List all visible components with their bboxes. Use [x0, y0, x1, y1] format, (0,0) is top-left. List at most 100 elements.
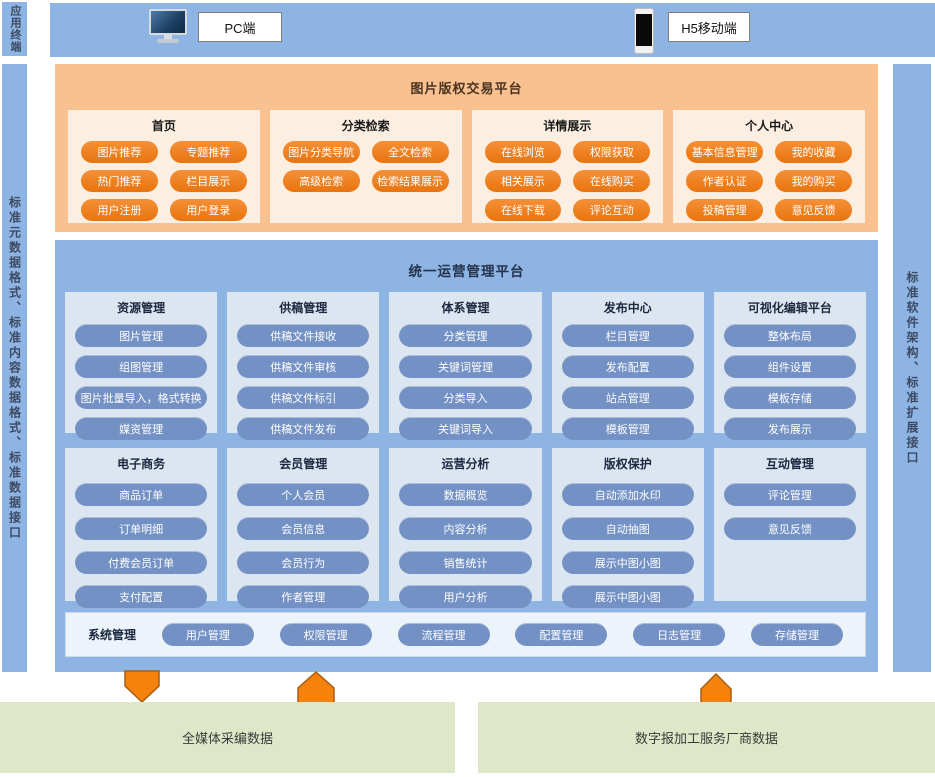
ops-module-card: 资源管理 图片管理 组图管理 图片批量导入，格式转换 媒资管理	[65, 292, 218, 440]
function-pill: 模板存储	[723, 386, 857, 409]
data-source-media: 全媒体采编数据	[0, 702, 455, 773]
function-pill: 意见反馈	[723, 517, 857, 540]
feature-pill: 权限获取	[573, 141, 651, 163]
system-pill: 权限管理	[279, 623, 372, 646]
ops-module-title: 会员管理	[279, 457, 328, 471]
ops-module-pills: 评论管理 意见反馈	[723, 483, 857, 540]
feature-pill: 图片推荐	[81, 141, 158, 163]
ops-module-card: 运营分析 数据概览 内容分析 销售统计 用户分析	[389, 448, 542, 608]
system-management-label: 系统管理	[88, 628, 137, 642]
smartphone-icon	[634, 8, 654, 54]
system-pill: 用户管理	[161, 623, 254, 646]
ops-platform-panel: 统一运营管理平台 资源管理 图片管理 组图管理 图片批量导入，格式转换	[55, 240, 878, 672]
terminal-bar: PC端 H5移动端	[50, 3, 935, 57]
rail-standards-right-label: 标准软件架构、标准扩展接口	[905, 270, 919, 466]
ops-module-pills: 供稿文件接收 供稿文件审核 供稿文件标引 供稿文件发布	[237, 324, 370, 440]
trading-platform-panel: 图片版权交易平台 首页 图片推荐 专题推荐 热门推荐 栏目展示	[55, 64, 878, 232]
feature-pill: 在线浏览	[484, 141, 562, 163]
up-arrow-icon	[700, 673, 732, 704]
ops-module-title: 体系管理	[441, 301, 490, 315]
function-pill: 订单明细	[75, 517, 208, 540]
function-pill: 组图管理	[75, 355, 208, 378]
feature-pill: 用户登录	[169, 199, 247, 221]
ops-module-pills: 分类管理 关键词管理 分类导入 关键词导入	[399, 324, 532, 440]
trading-group-title: 个人中心	[745, 119, 794, 133]
rail-app-terminal-label: 应用终端	[9, 5, 21, 53]
function-pill: 自动抽图	[561, 517, 694, 540]
ops-module-pills: 整体布局 组件设置 模板存储 发布展示	[723, 324, 857, 440]
trading-platform-groups: 首页 图片推荐 专题推荐 热门推荐 栏目展示 用户注册	[68, 110, 865, 223]
feature-pill: 用户注册	[81, 199, 158, 221]
function-pill: 用户分析	[399, 585, 532, 608]
ops-row-2: 电子商务 商品订单 订单明细 付费会员订单 支付配置	[65, 448, 867, 608]
feature-pill: 专题推荐	[169, 141, 247, 163]
trading-group-card: 分类检索 图片分类导航 全文检索 高级检索 检索结果展示	[269, 110, 462, 223]
trading-group-card: 首页 图片推荐 专题推荐 热门推荐 栏目展示 用户注册	[68, 110, 260, 223]
ops-module-card: 互动管理 评论管理 意见反馈	[713, 448, 867, 601]
pc-terminal-box: PC端	[198, 12, 282, 42]
ops-module-title: 发布中心	[603, 301, 652, 315]
feature-pill: 意见反馈	[775, 199, 852, 221]
function-pill: 评论管理	[723, 483, 857, 506]
feature-pill: 全文检索	[371, 141, 449, 163]
function-pill: 供稿文件标引	[237, 386, 370, 409]
trading-group-card: 详情展示 在线浏览 权限获取 相关展示 在线购买 在线下载	[471, 110, 664, 223]
function-pill: 销售统计	[399, 551, 532, 574]
rail-standards-right: 标准软件架构、标准扩展接口	[893, 64, 931, 672]
trading-group-grid: 图片推荐 专题推荐 热门推荐 栏目展示 用户注册 用户登录	[68, 141, 260, 221]
system-pill: 流程管理	[397, 623, 490, 646]
feature-pill: 在线下载	[484, 199, 562, 221]
function-pill: 作者管理	[237, 585, 370, 608]
function-pill: 内容分析	[399, 517, 532, 540]
ops-module-title: 互动管理	[765, 457, 814, 471]
function-pill: 供稿文件发布	[237, 417, 370, 440]
ops-module-title: 电子商务	[117, 457, 166, 471]
function-pill: 图片批量导入，格式转换	[75, 386, 208, 409]
feature-pill: 图片分类导航	[282, 141, 360, 163]
trading-group-grid: 在线浏览 权限获取 相关展示 在线购买 在线下载 评论互动	[472, 141, 664, 221]
function-pill: 关键词导入	[399, 417, 532, 440]
ops-module-card: 电子商务 商品订单 订单明细 付费会员订单 支付配置	[65, 448, 218, 608]
feature-pill: 热门推荐	[81, 170, 158, 192]
up-arrow-icon	[297, 671, 335, 704]
data-source-digital-paper: 数字报加工服务厂商数据	[478, 702, 935, 773]
ops-module-title: 运营分析	[441, 457, 490, 471]
rail-app-terminal: 应用终端	[2, 2, 27, 56]
ops-module-pills: 栏目管理 发布配置 站点管理 模板管理	[561, 324, 694, 440]
system-pill: 日志管理	[633, 623, 726, 646]
ops-module-card: 可视化编辑平台 整体布局 组件设置 模板存储 发布展示	[713, 292, 867, 440]
ops-module-title: 版权保护	[603, 457, 652, 471]
h5-terminal-box: H5移动端	[668, 12, 750, 42]
function-pill: 站点管理	[561, 386, 694, 409]
function-pill: 栏目管理	[561, 324, 694, 347]
ops-module-card: 版权保护 自动添加水印 自动抽图 展示中图小图 展示中图小图	[551, 448, 704, 608]
function-pill: 整体布局	[723, 324, 857, 347]
function-pill: 会员行为	[237, 551, 370, 574]
trading-group-title: 详情展示	[543, 119, 592, 133]
feature-pill: 栏目展示	[169, 170, 247, 192]
ops-module-pills: 商品订单 订单明细 付费会员订单 支付配置	[75, 483, 208, 608]
function-pill: 媒资管理	[75, 417, 208, 440]
feature-pill: 评论互动	[573, 199, 651, 221]
ops-module-pills: 数据概览 内容分析 销售统计 用户分析	[399, 483, 532, 608]
trading-platform-title: 图片版权交易平台	[410, 81, 523, 96]
rail-standards-left: 标准元数据格式、标准内容数据格式、标准数据接口	[2, 64, 27, 672]
feature-pill: 投稿管理	[686, 199, 764, 221]
function-pill: 分类导入	[399, 386, 532, 409]
trading-group-title: 首页	[151, 119, 176, 133]
feature-pill: 我的收藏	[775, 141, 852, 163]
down-arrow-icon	[124, 670, 160, 703]
function-pill: 展示中图小图	[561, 551, 694, 574]
function-pill: 组件设置	[723, 355, 857, 378]
function-pill: 分类管理	[399, 324, 532, 347]
feature-pill: 相关展示	[484, 170, 562, 192]
ops-platform-title: 统一运营管理平台	[408, 264, 525, 279]
feature-pill: 基本信息管理	[686, 141, 764, 163]
function-pill: 商品订单	[75, 483, 208, 506]
trading-group-title: 分类检索	[341, 119, 390, 133]
ops-module-pills: 图片管理 组图管理 图片批量导入，格式转换 媒资管理	[75, 324, 208, 440]
function-pill: 会员信息	[237, 517, 370, 540]
ops-module-card: 体系管理 分类管理 关键词管理 分类导入 关键词导入	[389, 292, 542, 440]
function-pill: 供稿文件接收	[237, 324, 370, 347]
